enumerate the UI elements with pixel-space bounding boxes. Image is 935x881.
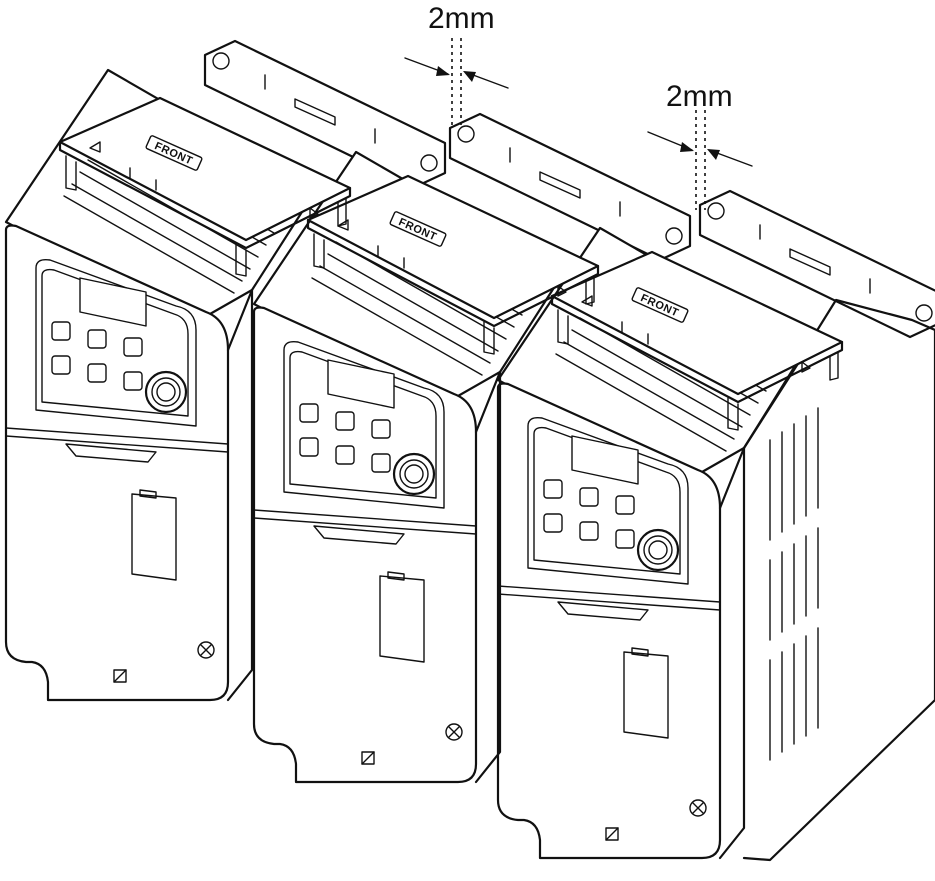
gap-dimension-1: 2mm	[404, 2, 509, 128]
gap-label-1: 2mm	[428, 2, 495, 35]
inverter-right	[496, 226, 935, 862]
gap-label-2: 2mm	[666, 80, 733, 113]
gap-dimension-2: 2mm	[647, 80, 753, 210]
